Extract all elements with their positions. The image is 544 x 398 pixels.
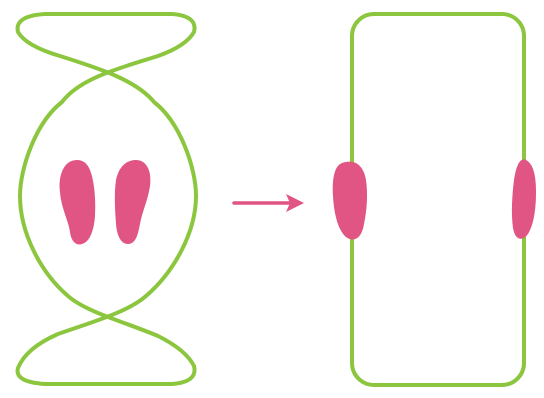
arrow-head bbox=[286, 194, 304, 212]
right-blob-right bbox=[511, 159, 536, 239]
left-blob-2 bbox=[114, 160, 151, 244]
left-blob-1 bbox=[59, 160, 96, 245]
left-twisted-loop bbox=[15, 12, 198, 386]
right-figure bbox=[332, 12, 536, 387]
right-rounded-rectangle bbox=[350, 12, 526, 387]
right-blob-left bbox=[332, 161, 368, 240]
left-figure bbox=[15, 12, 198, 386]
arrow bbox=[232, 194, 304, 212]
